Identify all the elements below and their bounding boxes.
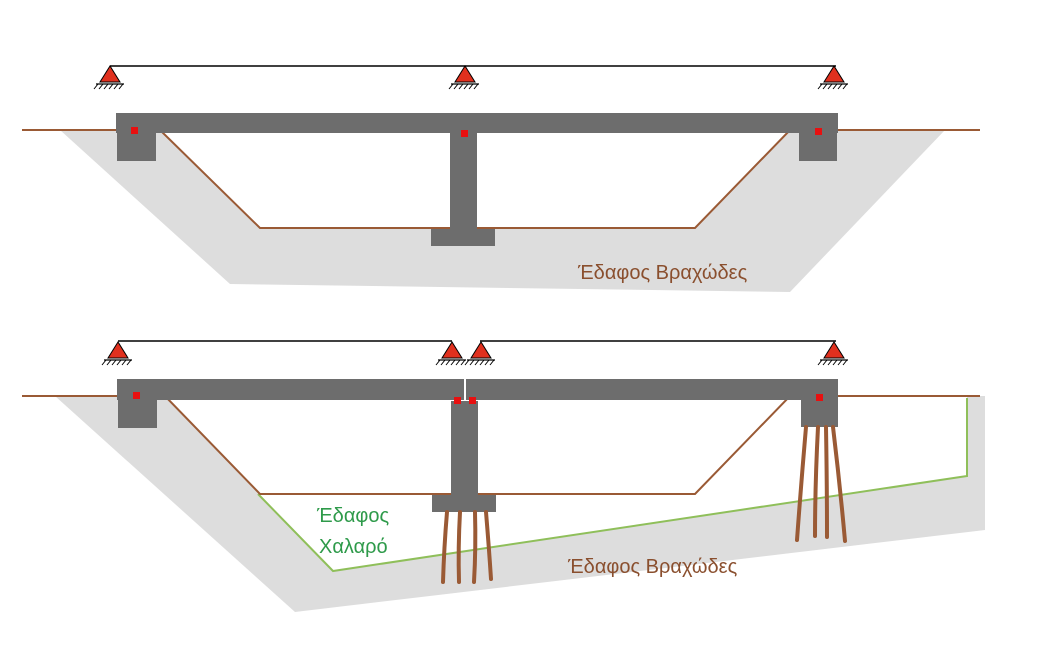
pier-bottom: [451, 401, 478, 496]
pile: [441, 510, 449, 584]
pile-cap: [432, 495, 496, 512]
deck-top: [116, 113, 838, 133]
top-scheme: Έδαφος Βραχώδες: [22, 65, 980, 292]
pile: [456, 510, 462, 584]
abutment-right-top: [799, 133, 837, 161]
pile: [472, 510, 478, 584]
bearing-middle-right-bottom: [469, 397, 476, 404]
loose-soil-label-line1: Έδαφος: [316, 505, 389, 527]
support-middle-top: [448, 65, 479, 90]
pile: [824, 425, 829, 539]
support-middle-right-bottom: [464, 341, 495, 366]
support-right-top: [817, 65, 848, 90]
bearing-right-bottom: [816, 394, 823, 401]
bearing-middle-top: [461, 130, 468, 137]
loose-soil-label-line2: Χαλαρό: [319, 536, 388, 558]
pier-piles: [441, 510, 493, 584]
loose-soil-zone: [165, 396, 967, 571]
deck-bottom: [117, 379, 838, 400]
abutment-left-top: [117, 133, 156, 161]
abutment-left-bottom: [118, 400, 157, 428]
bottom-scheme: Έδαφος Χαλαρό Έδαφος Βραχώδες: [22, 340, 985, 612]
pile: [795, 425, 808, 542]
bearing-right-top: [815, 128, 822, 135]
footing-top: [431, 229, 495, 246]
rock-label-top: Έδαφος Βραχώδες: [577, 262, 748, 284]
support-middle-left-bottom: [435, 341, 466, 366]
support-left-bottom: [101, 341, 132, 366]
rock-label-bottom: Έδαφος Βραχώδες: [567, 556, 738, 578]
abutment-right-bottom: [801, 400, 838, 427]
abutment-piles: [795, 425, 847, 543]
bearing-middle-left-bottom: [454, 397, 461, 404]
support-right-bottom: [817, 341, 848, 366]
bearing-left-bottom: [133, 392, 140, 399]
pier-top: [450, 133, 477, 231]
bearing-left-top: [131, 127, 138, 134]
pile: [813, 425, 820, 538]
pile: [831, 425, 847, 543]
support-left-top: [93, 65, 124, 90]
pile: [484, 510, 493, 581]
loose-soil-boundary: [257, 398, 968, 573]
